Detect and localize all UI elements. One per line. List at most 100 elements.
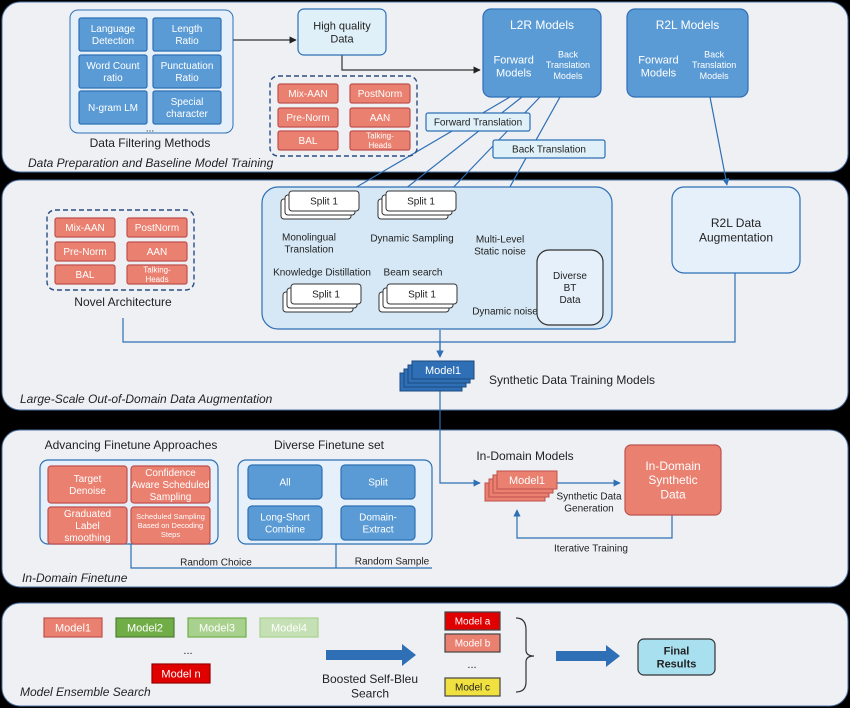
split-stack-distillation-label: Split 1 (312, 290, 340, 301)
prep-architectures-arch-box-text-line: AAN (370, 113, 391, 124)
split-stack-dynamic-label: Split 1 (407, 197, 435, 208)
novel-architecture-caption-line: Novel Architecture (74, 295, 172, 309)
model1-aug-label-line: Model1 (425, 365, 461, 377)
selection-brace (515, 617, 535, 693)
forward-translation-label (425, 112, 531, 132)
novel-architectures-arch-box-text: PostNorm (135, 223, 179, 234)
ensemble-model-n-box-text-line: Model n (161, 668, 200, 680)
model1-aug-sheet (411, 360, 475, 380)
finetune-set-title: Diverse Finetune set (274, 438, 385, 452)
novel-architectures-arch-box-text-line: BAL (76, 270, 95, 281)
filter-method-box-text-line: Special (171, 97, 204, 108)
r2l-models-title: R2L Models (656, 18, 720, 32)
back-translation-label (492, 139, 606, 159)
finetune-approach-box-text-line: smoothing (64, 533, 110, 544)
novel-architectures-arch-box (54, 217, 116, 238)
l2r-models-title: L2R Models (510, 18, 574, 32)
section-ens-title-line: Model Ensemble Search (20, 685, 151, 699)
filter-method-box-text-line: Word Count (86, 61, 139, 72)
dynamic-noise-label-line: Dynamic noise (472, 307, 538, 318)
prep-architectures-arch-box-text: BAL (299, 136, 318, 147)
knowledge-distillation-label-line: Knowledge Distillation (273, 268, 371, 279)
r2l-augmentation-box (671, 186, 801, 274)
selected-model-box-text: Model c (455, 683, 490, 694)
selected-model-box (444, 611, 501, 631)
r2l-augmentation-box-text-line: R2L Data (711, 216, 762, 230)
l2r-models-forward-label-line: Models (496, 67, 532, 79)
l2r-models-back-label-line: Translation (546, 60, 590, 70)
prep-architectures-arch-box (349, 83, 411, 104)
finetune-approach-box-text-line: Denoise (69, 486, 106, 497)
ensemble-model-box-text: Model3 (199, 622, 235, 634)
split-stack-dynamic-sheet (385, 190, 457, 212)
prep-architectures-arch-box-text-line: Pre-Norm (286, 113, 329, 124)
boosted-self-bleu-label-line: Boosted Self-Bleu (322, 672, 418, 686)
forward-translation-label-text-line: Forward Translation (434, 118, 522, 129)
model1-indomain-label: Model1 (509, 475, 545, 487)
r2l-augmentation-box-text-line: Augmentation (699, 230, 773, 244)
finetune-set-box (247, 464, 323, 500)
iterative-training-label: Iterative Training (554, 544, 628, 555)
filter-method-box (78, 90, 148, 125)
dynamic-sampling-label: Dynamic Sampling (370, 234, 453, 245)
novel-architectures-frame (46, 209, 195, 291)
finetune-set-box-text: Domain-Extract (359, 513, 397, 536)
finetune-set-box (247, 505, 323, 541)
novel-architectures-arch-box-text-line: PostNorm (135, 223, 179, 234)
prep-architectures-arch-box (349, 107, 411, 128)
novel-architectures-arch-box (126, 217, 188, 238)
beam-search-label-line: Beam search (384, 268, 443, 279)
novel-architectures-arch-box-text: BAL (76, 270, 95, 281)
filter-method-box (78, 54, 148, 89)
high-quality-data-box (297, 8, 387, 56)
novel-architectures-arch-box (54, 241, 116, 262)
novel-architectures-arch-box-text: Pre-Norm (63, 247, 106, 258)
r2l-aug-to-model1-line (440, 273, 736, 343)
ensemble-model-box (187, 617, 247, 638)
ensemble-model-box (115, 617, 175, 638)
section-ens-title: Model Ensemble Search (20, 685, 151, 699)
diverse-bt-box-text-line: BT (564, 283, 577, 294)
finetune-approach-box (130, 465, 211, 504)
selected-model-box-text-line: Model a (455, 617, 491, 628)
monolingual-label-line: Monolingual (282, 233, 336, 244)
filtering-ellipsis-line: ... (146, 124, 154, 135)
in-domain-synthetic-box-text-line: In-Domain (645, 459, 700, 473)
selected-model-box-text: Model a (455, 617, 491, 628)
prep-architectures-arch-box (349, 130, 411, 151)
ensemble-model-box-text: Model1 (55, 622, 91, 634)
split-stack-monolingual-sheet (288, 190, 360, 212)
finetune-approach-box-text-line: Steps (161, 530, 180, 539)
diverse-bt-box (536, 249, 604, 326)
filter-method-box-text-line: Language (91, 24, 136, 35)
ensemble-model-box-text-line: Model3 (199, 622, 235, 634)
r2l-to-aug-arrow (709, 96, 730, 186)
boosted-self-bleu-label-line: Search (351, 686, 389, 700)
selected-model-box-text: Model b (455, 639, 491, 650)
novel-architectures-arch-box (54, 264, 116, 285)
synthetic-models-label: Synthetic Data Training Models (489, 373, 655, 387)
boosted-arrow (326, 644, 416, 666)
split-stack-monolingual-label: Split 1 (310, 197, 338, 208)
back-translation-label-text-line: Back Translation (512, 145, 586, 156)
novel-architectures-arch-box (126, 241, 188, 262)
model1-indomain-sheet (496, 470, 558, 490)
monolingual-label-line: Translation (284, 245, 333, 256)
novel-architectures-arch-box-text: Talking-Heads (143, 266, 171, 285)
r2l-models-back-label-line: Models (700, 71, 730, 81)
prep-architectures-arch-box-text-line: PostNorm (358, 89, 402, 100)
finetune-set-box (340, 464, 416, 500)
synthetic-generation-label-line: Generation (564, 504, 613, 515)
prep-architectures-arch-box-text-line: Mix-AAN (288, 89, 327, 100)
r2l-models-back-label-line: Translation (692, 60, 736, 70)
